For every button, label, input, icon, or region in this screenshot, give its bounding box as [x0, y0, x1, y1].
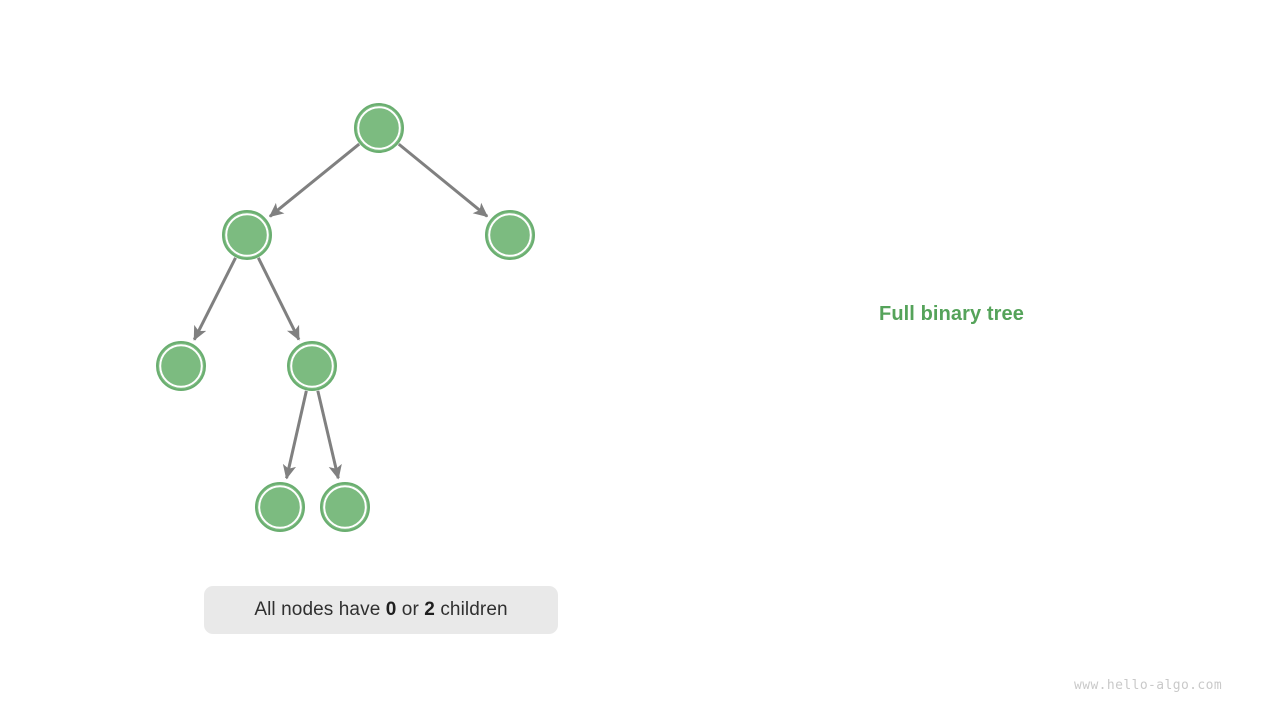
- node-inner-ring: [357, 106, 401, 150]
- tree-node[interactable]: [222, 210, 272, 260]
- tree-node[interactable]: [354, 103, 404, 153]
- tree-edge: [397, 142, 489, 218]
- diagram-title: Full binary tree: [879, 303, 1024, 325]
- caption-suffix: children: [434, 599, 508, 620]
- node-layer: [156, 103, 535, 532]
- tree-node[interactable]: [255, 482, 305, 532]
- tree-node[interactable]: [156, 341, 206, 391]
- tree-edge: [256, 257, 301, 341]
- tree-edge: [192, 257, 237, 341]
- node-inner-ring: [225, 213, 269, 257]
- caption-bold-two: 2: [424, 599, 435, 620]
- tree-edge: [268, 142, 361, 218]
- tree-node[interactable]: [485, 210, 535, 260]
- edge-layer: [192, 142, 489, 480]
- tree-edge: [282, 390, 308, 480]
- tree-edge: [316, 390, 342, 480]
- caption-prefix: All nodes have: [254, 599, 386, 620]
- caption-pill: All nodes have 0 or 2 children: [204, 586, 558, 634]
- tree-node[interactable]: [320, 482, 370, 532]
- caption-text: All nodes have 0 or 2 children: [254, 599, 507, 621]
- caption-middle: or: [396, 599, 425, 620]
- node-inner-ring: [258, 485, 302, 529]
- node-inner-ring: [323, 485, 367, 529]
- node-inner-ring: [488, 213, 532, 257]
- watermark: www.hello-algo.com: [1074, 678, 1223, 693]
- node-inner-ring: [159, 344, 203, 388]
- caption-bold-zero: 0: [385, 599, 397, 620]
- node-inner-ring: [290, 344, 334, 388]
- tree-node[interactable]: [287, 341, 337, 391]
